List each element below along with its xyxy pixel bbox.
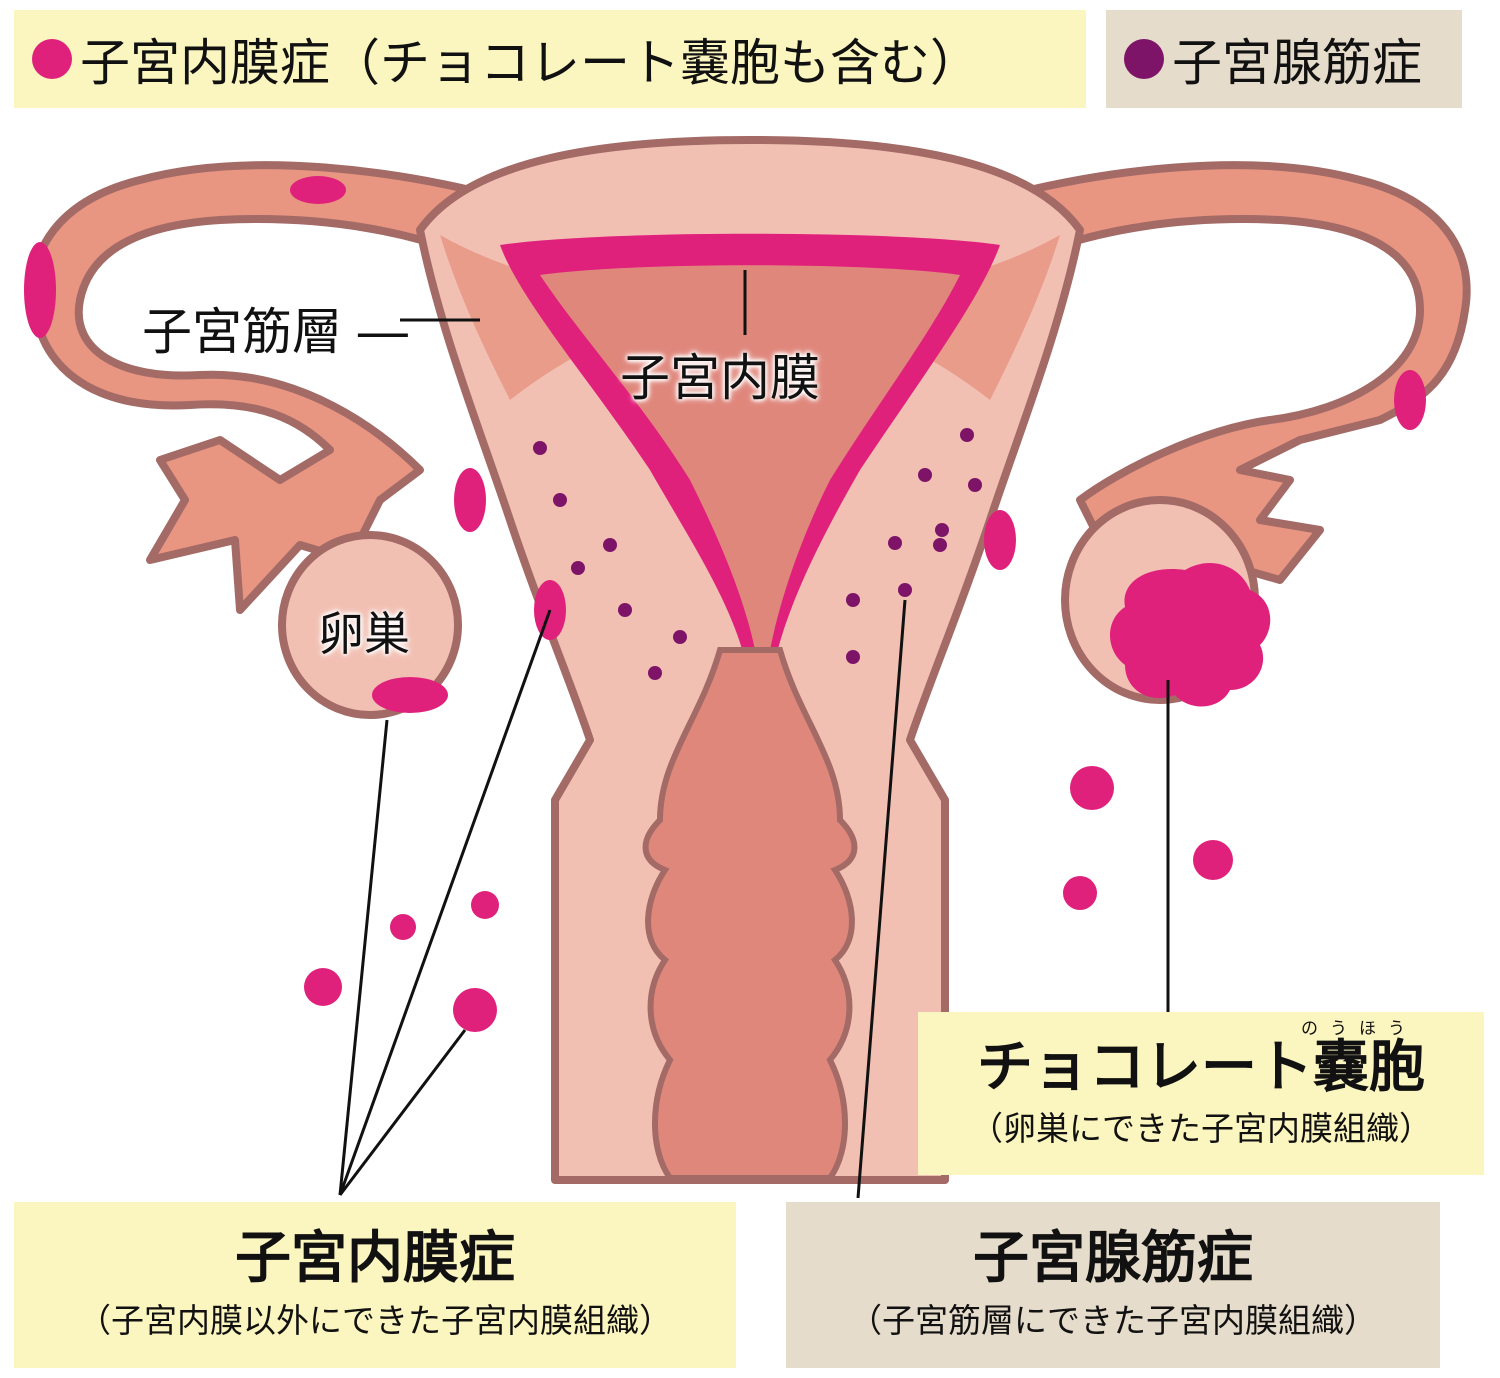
chocolate-cyst [1110, 562, 1271, 707]
ovary-label: 卵巣 [318, 607, 410, 661]
leader-lines [338, 270, 1170, 1199]
chocolate-cyst-title: チョコレート嚢胞 [977, 1034, 1425, 1100]
endometriosis-callout: 子宮内膜症 （子宮内膜以外にできた子宮内膜組織） [14, 1202, 736, 1368]
endometriosis-legend-dot [32, 39, 72, 79]
endometriosis-subtitle: （子宮内膜以外にできた子宮内膜組織） [78, 1300, 672, 1340]
myometrium-label: 子宮筋層 ― [142, 303, 408, 361]
legend-endometriosis: 子宮内膜症（チョコレート嚢胞も含む） [14, 10, 1086, 108]
legend-endometriosis-label: 子宮内膜症（チョコレート嚢胞も含む） [80, 34, 980, 92]
chocolate-cyst-subtitle: （卵巣にできた子宮内膜組織） [970, 1109, 1432, 1149]
adenomyosis-legend-dot [1124, 39, 1164, 79]
endometriosis-title: 子宮内膜症 [235, 1226, 515, 1292]
adenomyosis-subtitle: （子宮筋層にできた子宮内膜組織） [849, 1300, 1377, 1340]
legend-adenomyosis-label: 子宮腺筋症 [1172, 34, 1422, 92]
chocolate-cyst-callout: のうほう チョコレート嚢胞 （卵巣にできた子宮内膜組織） [918, 1012, 1484, 1175]
left-ovary [278, 531, 462, 719]
endometrium-label: 子宮内膜 [620, 349, 820, 407]
chocolate-cyst-ruby: のうほう [1301, 1018, 1417, 1039]
uterine-cavity [540, 265, 960, 650]
endometriosis-spots [24, 176, 1426, 1032]
adenomyosis-dots [533, 428, 982, 680]
adenomyosis-title: 子宮腺筋症 [973, 1226, 1253, 1292]
adenomyosis-callout: 子宮腺筋症 （子宮筋層にできた子宮内膜組織） [786, 1202, 1440, 1368]
cervical-canal [642, 647, 858, 1181]
legend-adenomyosis: 子宮腺筋症 [1106, 10, 1462, 108]
left-fallopian-tube [29, 161, 514, 614]
